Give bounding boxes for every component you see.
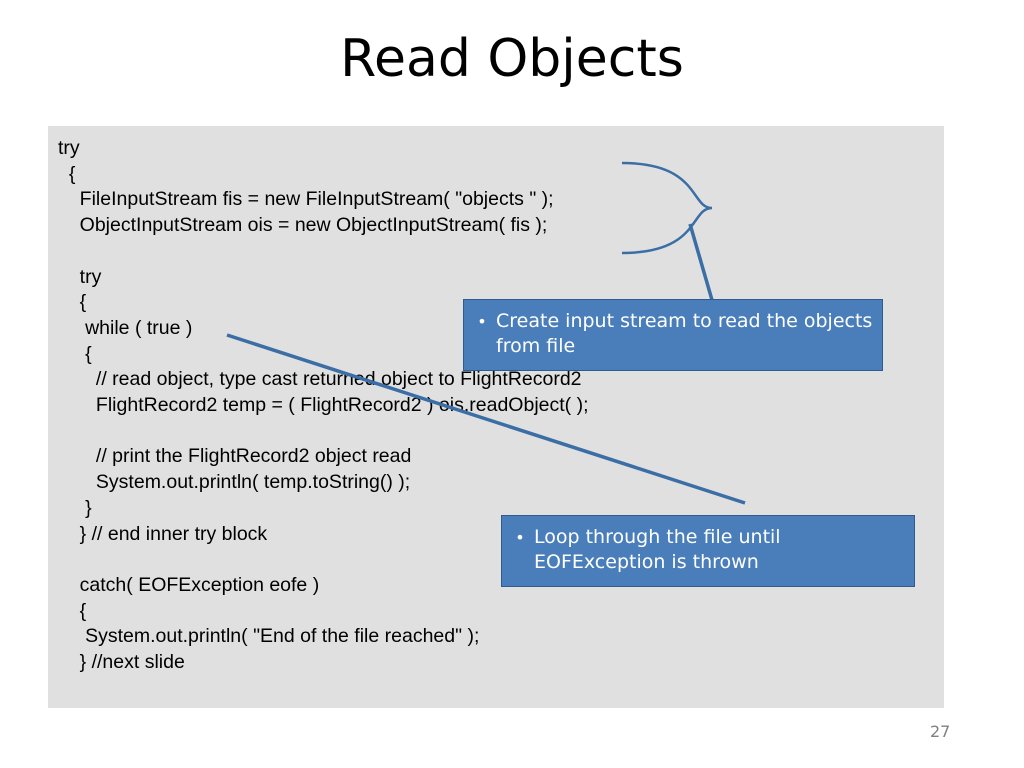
callout-create-input-stream: • Create input stream to read the object… (463, 299, 883, 371)
callout-loop-until-eof: • Loop through the file until EOFExcepti… (501, 515, 915, 587)
page-title: Read Objects (340, 29, 684, 89)
page-number: 27 (930, 722, 951, 741)
bullet-icon: • (515, 528, 525, 547)
bullet-icon: • (477, 312, 487, 331)
callout-text: Create input stream to read the objects … (496, 310, 873, 357)
callout-text: Loop through the file until EOFException… (534, 526, 781, 573)
code-block: try { FileInputStream fis = new FileInpu… (58, 137, 589, 674)
